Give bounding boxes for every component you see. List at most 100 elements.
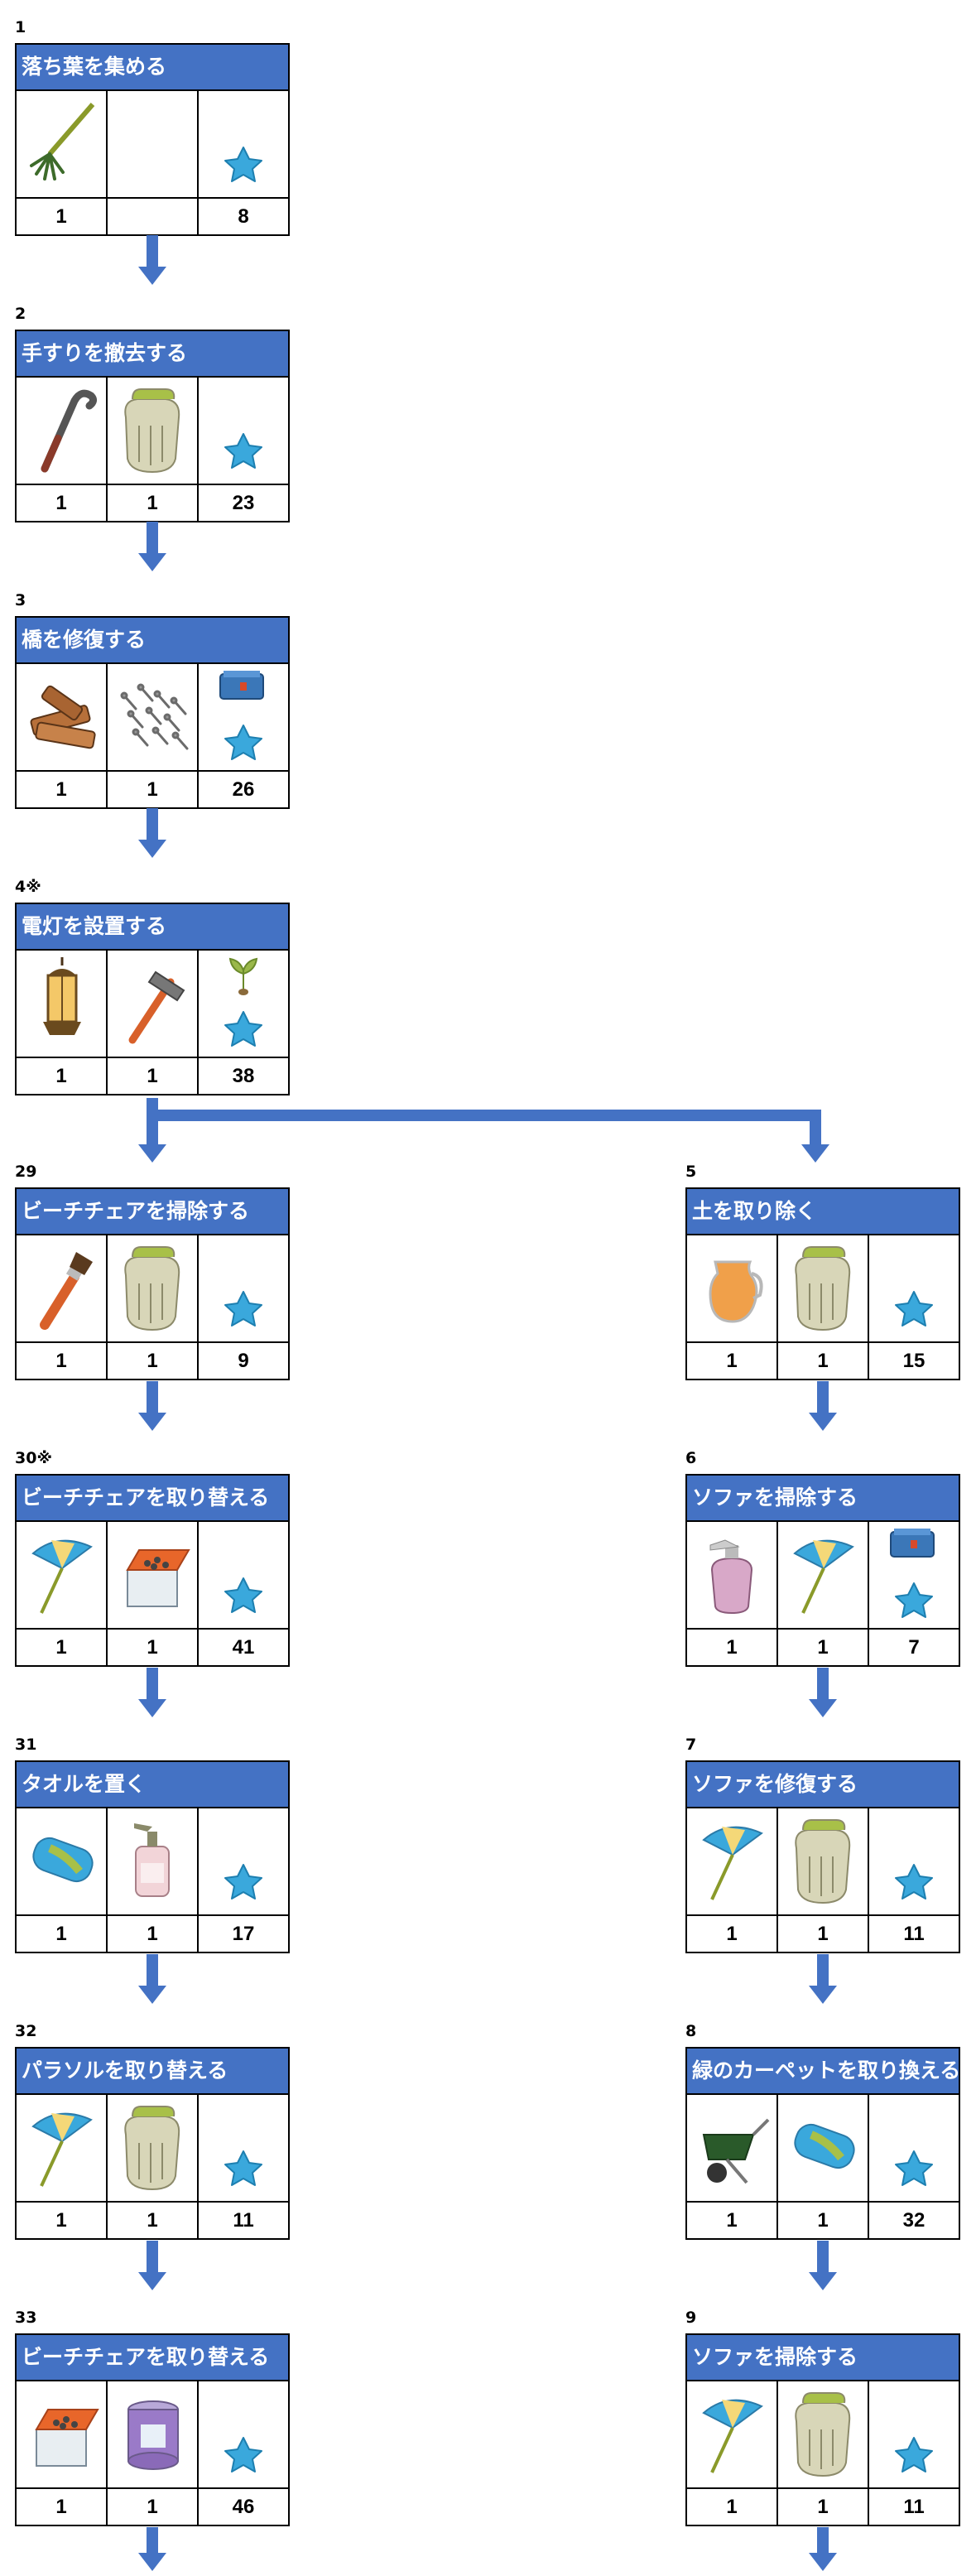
requirement-count: 1 (17, 1628, 108, 1665)
star-icon (224, 433, 262, 469)
task-title: ソファを修復する (685, 1760, 960, 1808)
requirement-count: 1 (687, 1628, 778, 1665)
requirement-slot (108, 662, 199, 770)
requirement-count: 41 (199, 1628, 288, 1665)
star-icon (224, 1291, 262, 1327)
task-title: ソファを掃除する (685, 1474, 960, 1522)
requirement-slot (108, 376, 199, 484)
requirement-slot (869, 2380, 959, 2487)
task-title: ビーチチェアを掃除する (15, 1187, 290, 1235)
requirement-count: 1 (778, 2487, 869, 2525)
requirement-slot (869, 2093, 959, 2201)
lantern-icon (43, 957, 81, 1035)
requirement-count: 1 (778, 1914, 869, 1952)
flow-arrow (138, 235, 166, 289)
step-number: 4※ (15, 878, 41, 896)
requirement-slot (199, 949, 288, 1057)
requirement-count: 1 (17, 1341, 108, 1379)
requirement-slot (778, 1807, 869, 1914)
branch-arrow (132, 1098, 836, 1168)
flow-arrow (138, 1668, 166, 1721)
gloves-icon (124, 388, 180, 474)
star-icon (895, 2437, 933, 2472)
star-icon (895, 1291, 933, 1327)
task-title: 電灯を設置する (15, 903, 290, 951)
requirement-slot (17, 662, 108, 770)
star-icon (224, 1577, 262, 1613)
flow-arrow (809, 1954, 837, 2008)
toolbox-star-icon (219, 671, 264, 760)
requirement-slot (17, 1234, 108, 1341)
flow-arrow (809, 1668, 837, 1721)
step-number: 1 (15, 18, 26, 36)
requirement-slot (778, 1520, 869, 1628)
step-number: 6 (685, 1449, 697, 1467)
spray-bottle-icon (709, 1539, 753, 1615)
requirement-count: 1 (108, 484, 199, 521)
step-number: 30※ (15, 1449, 52, 1467)
requirement-slot (17, 2380, 108, 2487)
requirement-count: 11 (199, 2201, 288, 2238)
nails-box-icon (35, 2409, 99, 2467)
task-requirements: 1 1 26 (15, 662, 290, 809)
parasol-icon (702, 2399, 763, 2473)
star-icon (224, 2437, 262, 2472)
flow-arrow (138, 2527, 166, 2575)
pitcher-icon (709, 1260, 763, 1323)
requirement-count: 23 (199, 484, 288, 521)
task-requirements: 1 1 38 (15, 949, 290, 1095)
nails-box-icon (126, 1549, 190, 1607)
requirement-count: 1 (108, 1057, 199, 1094)
requirement-slot (869, 1520, 959, 1628)
gloves-icon (795, 1819, 851, 1904)
requirement-count: 7 (869, 1628, 959, 1665)
requirement-count: 1 (778, 2201, 869, 2238)
requirement-count: 1 (108, 2487, 199, 2525)
task-title: 橋を修復する (15, 616, 290, 664)
task-title: 手すりを撤去する (15, 330, 290, 378)
requirement-slot (17, 2093, 108, 2201)
requirement-slot (17, 949, 108, 1057)
requirement-count: 26 (199, 770, 288, 807)
requirement-count: 1 (17, 2201, 108, 2238)
step-number: 32 (15, 2022, 37, 2040)
star-icon (224, 2150, 262, 2186)
task-title: ビーチチェアを取り替える (15, 2333, 290, 2381)
requirement-slot (108, 2093, 199, 2201)
requirement-count: 11 (869, 1914, 959, 1952)
requirement-slot (199, 1234, 288, 1341)
requirement-slot (687, 1807, 778, 1914)
rake-icon (30, 103, 95, 181)
star-icon (895, 2150, 933, 2186)
task-card: 電灯を設置する 1 1 38 (15, 903, 290, 1095)
task-title: ビーチチェアを取り替える (15, 1474, 290, 1522)
requirement-slot (199, 662, 288, 770)
task-card: ソファを掃除する 1 1 7 (685, 1474, 960, 1667)
requirement-slot (17, 89, 108, 197)
requirement-slot (108, 89, 199, 197)
gloves-icon (795, 1246, 851, 1331)
requirement-slot (687, 1234, 778, 1341)
requirement-count: 8 (199, 197, 288, 234)
requirement-count: 1 (17, 1914, 108, 1952)
requirement-count: 9 (199, 1341, 288, 1379)
requirement-count: 1 (17, 770, 108, 807)
requirement-count: 46 (199, 2487, 288, 2525)
gloves-icon (795, 2392, 851, 2477)
requirement-count: 11 (869, 2487, 959, 2525)
requirement-count: 17 (199, 1914, 288, 1952)
task-title: ソファを掃除する (685, 2333, 960, 2381)
task-requirements: 1 1 7 (685, 1520, 960, 1667)
